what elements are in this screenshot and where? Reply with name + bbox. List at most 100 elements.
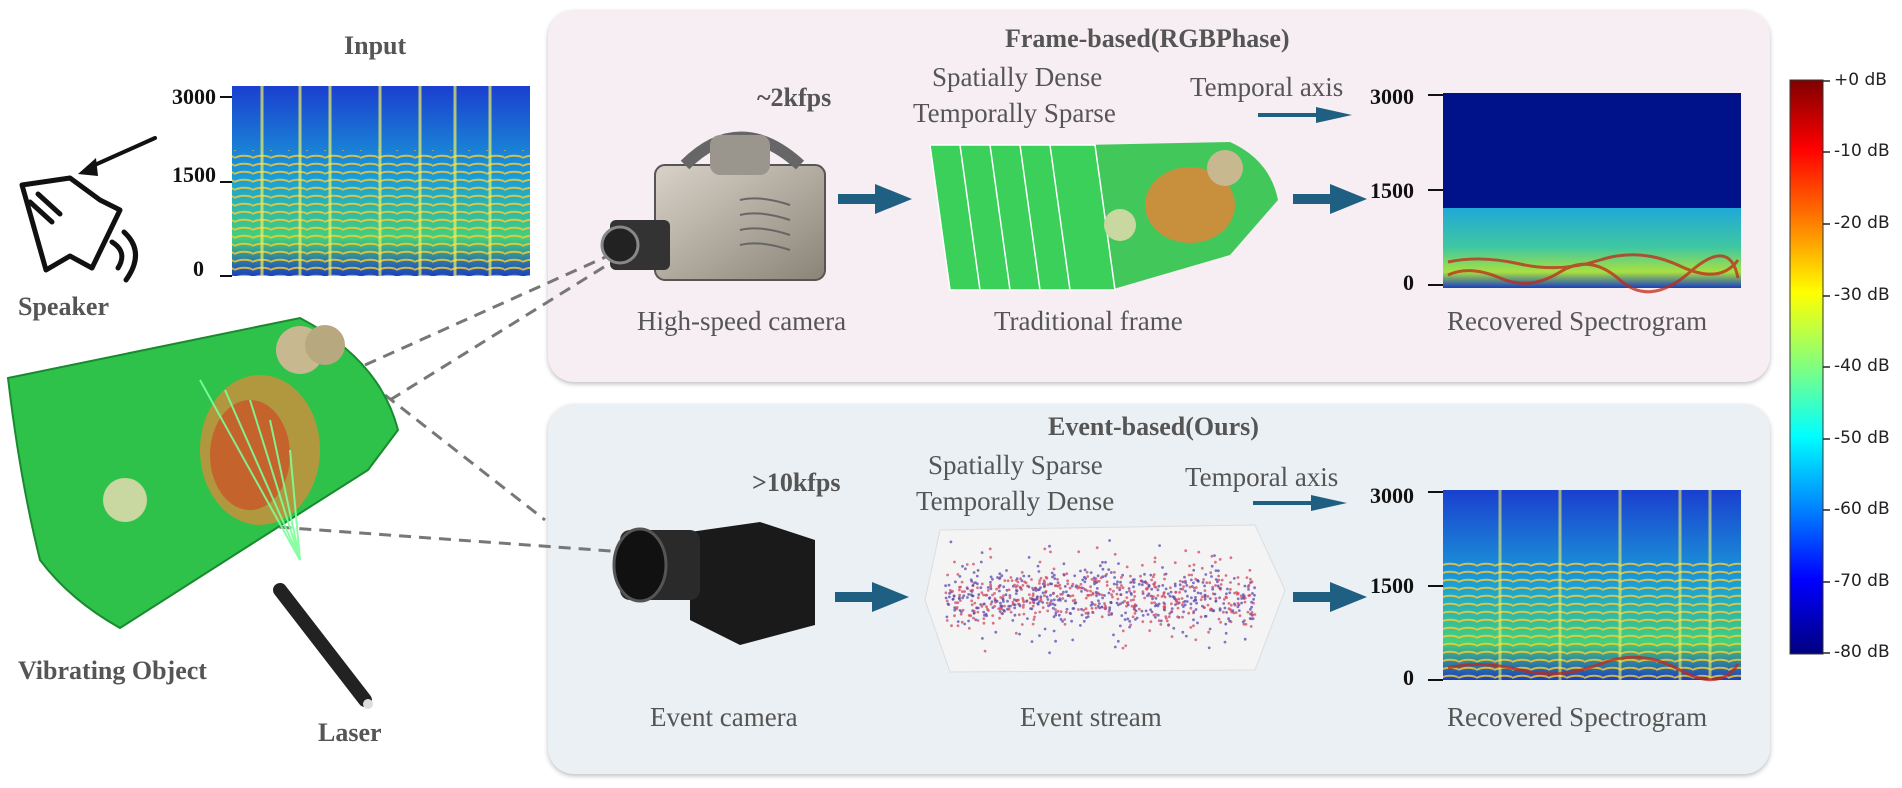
- event-dot: [993, 604, 997, 608]
- event-dot: [1003, 579, 1007, 582]
- event-dot: [973, 601, 977, 605]
- event-dot: [1103, 594, 1106, 597]
- event-dot: [1051, 592, 1055, 595]
- event-dot: [1189, 578, 1193, 582]
- event-dot: [1044, 590, 1048, 593]
- event-dot: [1154, 615, 1157, 619]
- event-dot: [1043, 580, 1047, 584]
- event-dot: [952, 594, 956, 598]
- event-dot: [988, 547, 992, 551]
- input-tick-1500: 1500: [172, 162, 216, 187]
- event-dot: [1101, 575, 1105, 579]
- event-dot: [1204, 573, 1208, 576]
- event-dot: [985, 605, 988, 609]
- event-dot: [1199, 592, 1203, 595]
- event-dot: [1147, 592, 1151, 596]
- event-dot: [1080, 590, 1083, 593]
- event-dot: [1107, 591, 1111, 595]
- event-dot: [1210, 554, 1214, 558]
- event-dot: [1110, 593, 1113, 597]
- event-dot: [1250, 614, 1254, 617]
- event-dot: [1083, 568, 1087, 572]
- event-dot: [1052, 598, 1056, 602]
- event-dot: [1000, 574, 1004, 578]
- event-dot: [997, 607, 1001, 611]
- event-dot: [1195, 601, 1198, 605]
- event-dot: [1223, 606, 1227, 610]
- event-dot: [1123, 618, 1127, 621]
- event-dot: [960, 590, 964, 593]
- event-dot: [1095, 546, 1099, 550]
- event-dot: [1098, 593, 1101, 596]
- event-dot: [976, 596, 980, 600]
- event-dot: [1123, 599, 1126, 603]
- flow-arrows: [835, 107, 1367, 612]
- event-dot: [1128, 619, 1132, 623]
- event-dot: [1017, 602, 1020, 606]
- event-dot: [1126, 617, 1130, 621]
- event-dot: [1249, 581, 1252, 584]
- event-dot: [959, 585, 962, 589]
- event-dot: [1217, 578, 1221, 582]
- event-dot: [1129, 581, 1132, 584]
- event-dot: [1118, 586, 1122, 590]
- event-tick-0: 0: [1403, 665, 1414, 690]
- event-dot: [991, 614, 995, 617]
- event-dot: [1193, 598, 1197, 602]
- event-dot: [1096, 574, 1100, 578]
- event-dot: [989, 585, 993, 588]
- event-dot: [1021, 584, 1025, 587]
- event-dot: [1014, 585, 1018, 589]
- event-dot: [1053, 577, 1057, 580]
- event-dot: [1034, 589, 1038, 592]
- event-dot: [958, 575, 962, 578]
- event-dot: [955, 606, 959, 609]
- event-dot: [1054, 639, 1057, 643]
- event-dot: [1208, 581, 1212, 585]
- event-dot: [1184, 549, 1188, 553]
- event-dot: [1021, 606, 1025, 609]
- event-dot: [1095, 581, 1098, 584]
- event-dot: [1244, 622, 1248, 626]
- event-dot: [1234, 611, 1238, 614]
- event-dot: [1027, 574, 1031, 578]
- event-dot: [1162, 594, 1165, 597]
- event-dot: [1201, 604, 1204, 608]
- event-dot: [1194, 608, 1198, 611]
- event-dot: [1058, 583, 1062, 587]
- event-dot: [1097, 602, 1101, 605]
- event-dot: [1035, 597, 1038, 601]
- event-dot: [1243, 596, 1247, 600]
- event-dot: [1036, 564, 1040, 568]
- event-dot: [1048, 544, 1051, 548]
- event-dot: [1177, 597, 1181, 601]
- event-dot: [1151, 575, 1155, 579]
- event-dot: [1190, 585, 1194, 588]
- event-dot: [1201, 581, 1205, 584]
- event-dot: [1192, 624, 1195, 628]
- event-dot: [1192, 610, 1196, 613]
- event-dot: [1121, 573, 1124, 577]
- event-dot: [1210, 564, 1214, 568]
- event-dot: [1068, 586, 1072, 590]
- frame-spectrogram-label: Recovered Spectrogram: [1447, 306, 1708, 336]
- event-dot: [982, 610, 986, 614]
- event-dot: [1045, 601, 1049, 605]
- event-dot: [1125, 590, 1129, 594]
- event-dot: [1063, 618, 1067, 621]
- event-dot: [1158, 544, 1161, 547]
- event-dot: [1062, 562, 1066, 566]
- high-speed-camera-label: High-speed camera: [637, 306, 847, 336]
- event-dot: [1069, 612, 1072, 615]
- event-dot: [1071, 638, 1075, 642]
- arrow-frames-to-spectrogram: [1293, 184, 1367, 214]
- event-dot: [1185, 584, 1189, 587]
- event-dot: [1104, 560, 1107, 564]
- event-dot: [1249, 625, 1253, 628]
- event-dot: [1036, 602, 1040, 606]
- event-dot: [946, 573, 949, 577]
- event-dot: [1190, 573, 1194, 577]
- event-dot: [1080, 613, 1084, 617]
- event-dot: [1228, 619, 1231, 623]
- event-dot: [1021, 598, 1025, 602]
